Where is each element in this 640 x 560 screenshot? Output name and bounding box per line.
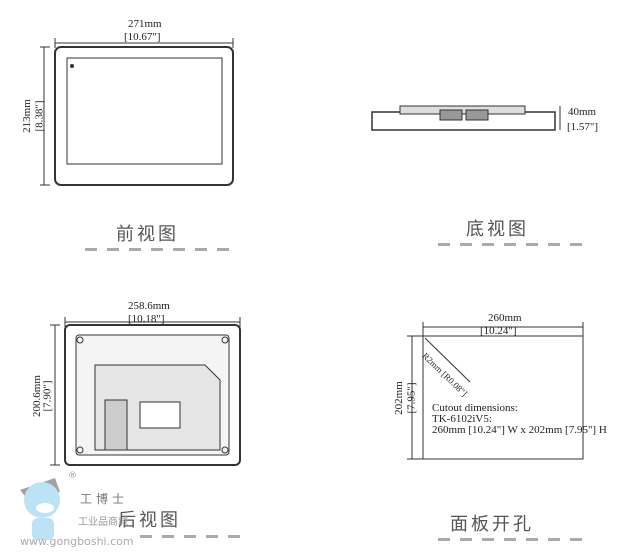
cutout-drawing	[407, 322, 584, 460]
watermark-mascot	[20, 478, 60, 540]
divider	[140, 535, 240, 538]
cutout-height-in: [7.95"]	[405, 382, 418, 414]
watermark-tagline: 工业品商城	[78, 517, 128, 528]
front-width-mm: 271mm	[128, 18, 162, 30]
front-view-drawing	[40, 38, 234, 186]
rear-height-in: [7.90"]	[41, 380, 54, 412]
bottom-depth-in: [1.57"]	[567, 121, 599, 133]
front-height-in: [8.38"]	[33, 100, 46, 132]
rear-view-drawing	[50, 317, 241, 466]
cutout-caption: 面板开孔	[450, 514, 534, 535]
cutout-height-mm: 202mm	[392, 381, 405, 415]
watermark-url: www.gongboshi.com	[20, 535, 134, 548]
front-height-mm: 213mm	[20, 99, 33, 133]
rear-width-mm: 258.6mm	[128, 300, 170, 312]
cutout-width-mm: 260mm	[488, 312, 522, 324]
watermark-brand: 工博士	[80, 492, 129, 506]
divider	[85, 248, 235, 251]
front-view-caption: 前视图	[116, 224, 179, 245]
front-width-in: [10.67"]	[124, 31, 161, 43]
rear-width-in: [10.18"]	[128, 313, 165, 325]
divider	[438, 243, 583, 246]
watermark-registered: ®	[68, 471, 77, 481]
bottom-view-caption: 底视图	[466, 219, 529, 240]
cutout-note-model: TK-6102iV5:	[432, 413, 492, 425]
cutout-width-in: [10.24"]	[480, 325, 517, 337]
cutout-note-size: 260mm [10.24"] W x 202mm [7.95"] H	[432, 424, 607, 436]
cutout-note-title: Cutout dimensions:	[432, 402, 518, 414]
bottom-depth-mm: 40mm	[568, 106, 597, 118]
divider	[438, 538, 583, 541]
rear-view-caption: 后视图	[118, 510, 181, 531]
bottom-view-drawing	[371, 105, 561, 131]
